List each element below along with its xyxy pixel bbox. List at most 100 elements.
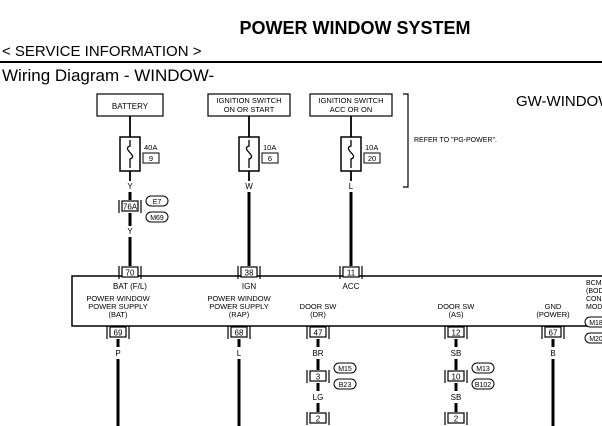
inline-terminal-4-cell: [447, 370, 465, 382]
module-connector-2-outline: [584, 332, 602, 344]
inline-terminal-3-bracket: [306, 370, 330, 383]
output-label-5-line2: (POWER): [536, 310, 570, 319]
wire-color-output-4: SB: [451, 349, 462, 358]
output-label-1-line1: POWER WINDOW: [86, 294, 150, 303]
output-terminal-4-number: 12: [452, 329, 461, 338]
module-input-terminal-3-bracket: [339, 266, 363, 279]
output-terminal-3-bracket: [306, 326, 330, 339]
fuse-number-box-1: [142, 152, 160, 164]
inline-connector-4-b-outline: [471, 378, 495, 390]
source-label-1: BATTERY: [112, 102, 149, 111]
fuse-number-2: 6: [268, 154, 272, 163]
module-name-line-3: CON: [586, 296, 602, 303]
next-terminal-4-cell: [447, 412, 465, 424]
breadcrumb: < SERVICE INFORMATION >: [2, 43, 201, 60]
module-input-terminal-1-number: 70: [126, 269, 135, 278]
fuse-amp-3: 10A: [365, 143, 378, 152]
next-terminal-3-number: 2: [316, 415, 321, 424]
inline-connector-3-a-outline: [333, 362, 357, 374]
inline-terminal-4-bracket: [444, 370, 468, 383]
output-label-2-line1: POWER WINDOW: [207, 294, 271, 303]
module-input-terminal-1-bracket: [118, 266, 142, 279]
output-label-4-line1: DOOR SW: [438, 302, 476, 311]
inline-connector-3-b-outline: [333, 378, 357, 390]
joint-terminal-bracket: [118, 200, 142, 213]
page-title: POWER WINDOW SYSTEM: [239, 18, 471, 38]
wire-color-after-4: SB: [451, 393, 462, 402]
module-input-terminal-1-cell: [121, 266, 139, 278]
joint-connector-1: E7: [153, 199, 162, 206]
module-outline: [71, 275, 602, 327]
fuse-element-2: [245, 140, 253, 168]
joint-terminal-cell: [121, 200, 139, 212]
output-label-2-line3: (RAP): [229, 310, 250, 319]
refer-note: REFER TO "PG-POWER".: [414, 137, 497, 144]
wire-color-output-3: BR: [312, 349, 323, 358]
module-input-terminal-3-number: 11: [347, 269, 356, 278]
inline-terminal-3-cell: [309, 370, 327, 382]
output-label-5-line1: GND: [545, 302, 562, 311]
output-label-1-line3: (BAT): [108, 310, 128, 319]
module-connector-2: M20: [589, 336, 602, 343]
wire-color-joint: Y: [127, 227, 133, 236]
output-terminal-2-bracket: [227, 326, 251, 339]
header-divider: [0, 61, 602, 63]
wire-color-source-3: L: [349, 182, 354, 191]
fuse-number-3: 20: [368, 154, 376, 163]
module-connector-1: M18: [589, 320, 602, 327]
wire-color-after-3: LG: [313, 393, 324, 402]
output-terminal-1-bracket: [106, 326, 130, 339]
fuse-amp-2: 10A: [263, 143, 276, 152]
output-label-1-line2: POWER SUPPLY: [88, 302, 147, 311]
source-label-2-line2: ON OR START: [224, 105, 275, 114]
inline-connector-4-a-outline: [471, 362, 495, 374]
module-input-terminal-2-number: 38: [245, 269, 254, 278]
module-connector-1-outline: [584, 316, 602, 328]
next-terminal-3-bracket: [306, 412, 330, 425]
fuse-group-bracket: [403, 93, 409, 188]
module-input-label-2: IGN: [242, 282, 256, 291]
wire-color-output-5: B: [550, 349, 555, 358]
output-terminal-3-number: 47: [314, 329, 323, 338]
output-terminal-5-bracket: [541, 326, 565, 339]
output-terminal-5-number: 67: [549, 329, 558, 338]
source-label-3-line1: IGNITION SWITCH: [319, 96, 384, 105]
inline-connector-4-b: B102: [475, 382, 491, 389]
joint-connector-2: M69: [150, 215, 164, 222]
module-input-terminal-2-bracket: [237, 266, 261, 279]
diagram-code: GW-WINDOW: [516, 93, 602, 110]
fuse-element-3: [347, 140, 355, 168]
joint-terminal-number: 76A: [123, 203, 138, 212]
module-name-line-1: BCM: [586, 280, 602, 287]
wire-color-source-1: Y: [127, 182, 133, 191]
module-input-terminal-2-cell: [240, 266, 258, 278]
module-name-line-2: (BOD: [586, 288, 602, 295]
inline-connector-4-a: M13: [476, 366, 490, 373]
inline-terminal-3-number: 3: [316, 373, 321, 382]
next-terminal-4-bracket: [444, 412, 468, 425]
output-terminal-2-number: 68: [235, 329, 244, 338]
output-terminal-4-cell: [447, 326, 465, 338]
output-label-3-line2: (DR): [310, 310, 326, 319]
joint-connector-2-outline: [145, 211, 169, 223]
breadcrumb-link[interactable]: < SERVICE INFORMATION >: [2, 43, 202, 60]
section-title: Wiring Diagram - WINDOW-: [2, 66, 215, 85]
output-label-2-line2: POWER SUPPLY: [209, 302, 268, 311]
next-terminal-4-number: 2: [454, 415, 459, 424]
output-terminal-1-cell: [109, 326, 127, 338]
output-terminal-2-cell: [230, 326, 248, 338]
joint-connector-1-outline: [145, 195, 169, 207]
output-label-4-line2: (AS): [449, 310, 465, 319]
output-terminal-3-cell: [309, 326, 327, 338]
fuse-number-box-3: [363, 152, 381, 164]
output-terminal-5-cell: [544, 326, 562, 338]
fuse-number-1: 9: [149, 154, 153, 163]
fuse-amp-1: 40A: [144, 143, 157, 152]
inline-connector-3-a: M15: [338, 366, 352, 373]
output-terminal-4-bracket: [444, 326, 468, 339]
module-name-line-4: MOD: [586, 304, 602, 311]
module-input-label-3: ACC: [343, 282, 360, 291]
wire-color-output-1: P: [115, 349, 120, 358]
output-terminal-1-number: 69: [114, 329, 123, 338]
